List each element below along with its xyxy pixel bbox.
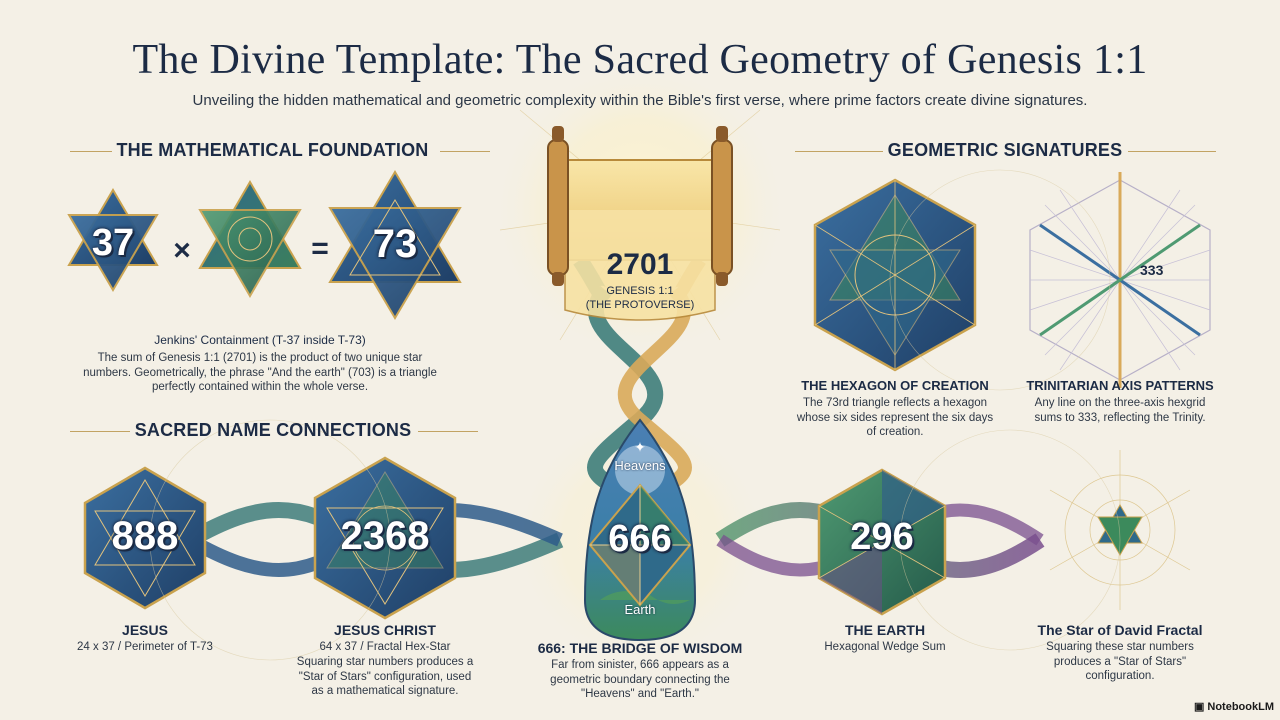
section-heading-sacred-names: SACRED NAME CONNECTIONS: [134, 420, 412, 440]
scroll-caption-line2: (THE PROTOVERSE): [585, 299, 695, 311]
earth-title: THE EARTH: [844, 622, 926, 638]
bridge-title: 666: THE BRIDGE OF WISDOM: [537, 640, 743, 656]
bridge-body: Far from sinister, 666 appears as a geom…: [550, 659, 730, 701]
star-37: [67, 188, 159, 292]
hexagon-earth: [817, 468, 947, 616]
trinitarian-number: 333: [1140, 262, 1164, 278]
number-666: 666: [608, 518, 672, 560]
notebooklm-brand: ▣ NotebookLM: [1194, 700, 1274, 713]
notebooklm-label: NotebookLM: [1207, 701, 1274, 713]
scroll-graphic: [547, 126, 733, 321]
number-2368: 2368: [340, 514, 430, 558]
divider: [440, 151, 490, 152]
divider: [418, 431, 478, 432]
divider: [70, 431, 130, 432]
jesus-christ-subline: 64 x 37 / Fractal Hex-Star: [319, 641, 451, 653]
page-subtitle: Unveiling the hidden mathematical and ge…: [192, 92, 1088, 109]
number-888: 888: [111, 514, 179, 558]
star-of-david-body: Squaring these star numbers produces a "…: [1046, 641, 1194, 683]
jesus-christ-title: JESUS CHRIST: [334, 622, 436, 638]
number-296: 296: [850, 516, 914, 558]
notebooklm-logo-icon: ▣: [1193, 701, 1208, 713]
hexagon-jesus-christ: [313, 456, 457, 620]
shape-666: [588, 483, 692, 607]
page-title: The Divine Template: The Sacred Geometry…: [132, 37, 1148, 83]
operator-times: ×: [173, 234, 191, 267]
section-heading-math: THE MATHEMATICAL FOUNDATION: [116, 140, 429, 160]
trinitarian-body: Any line on the three-axis hexgrid sums …: [1034, 397, 1206, 424]
divider: [1128, 151, 1216, 152]
star-73: [328, 170, 462, 320]
star-of-david-title: The Star of David Fractal: [1037, 622, 1203, 638]
number-37: 37: [91, 222, 135, 264]
trinitarian-hexgrid: [1029, 172, 1211, 388]
earth-body: Hexagonal Wedge Sum: [824, 641, 946, 653]
number-73: 73: [372, 222, 418, 266]
hexagon-jesus: [83, 466, 207, 610]
section-heading-geometric: GEOMETRIC SIGNATURES: [887, 140, 1123, 160]
hexagon-title: THE HEXAGON OF CREATION: [801, 378, 989, 393]
star-middle: [198, 180, 302, 298]
heavens-label: Heavens: [614, 458, 666, 473]
containment-caption-body: The sum of Genesis 1:1 (2701) is the pro…: [83, 352, 437, 394]
divider: [70, 151, 112, 152]
star-of-david-fractal: [1049, 450, 1191, 610]
jesus-title: JESUS: [122, 622, 168, 638]
jesus-christ-body: Squaring star numbers produces a "Star o…: [296, 656, 474, 698]
earth-label: Earth: [624, 602, 656, 617]
operator-equals: =: [311, 232, 329, 265]
scroll-number: 2701: [606, 248, 674, 281]
containment-caption-title: Jenkins' Containment (T-37 inside T-73): [154, 333, 366, 347]
svg-text:✦: ✦: [634, 439, 646, 455]
hexagon-body: The 73rd triangle reflects a hexagon who…: [796, 397, 994, 439]
hexagon-of-creation: [813, 178, 977, 372]
jesus-body: 24 x 37 / Perimeter of T-73: [77, 641, 213, 653]
scroll-caption-line1: GENESIS 1:1: [606, 285, 674, 297]
divider: [795, 151, 883, 152]
trinitarian-title: TRINITARIAN AXIS PATTERNS: [1026, 378, 1214, 393]
